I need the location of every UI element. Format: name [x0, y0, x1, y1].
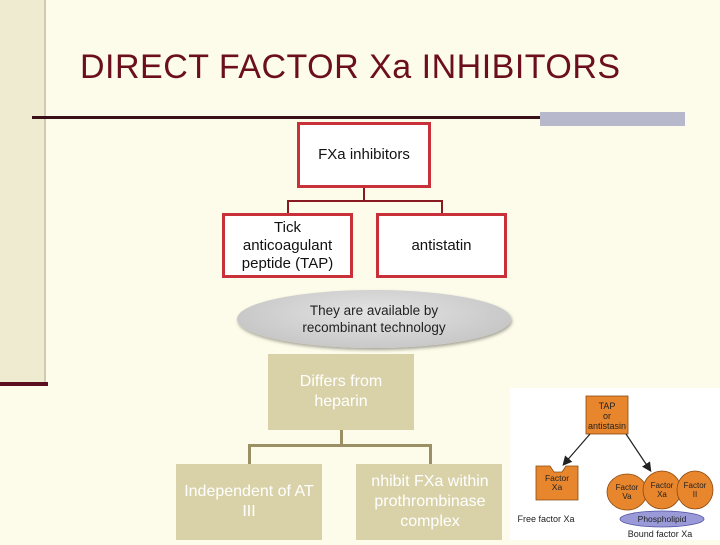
connector	[287, 200, 443, 202]
free-factor-xa-shape	[535, 465, 579, 501]
node-label: Independent of AT III	[184, 483, 314, 520]
node-label: antistatin	[411, 236, 472, 254]
tap-box	[585, 395, 629, 435]
node-label: nhibit FXa within prothrombinase complex	[371, 473, 489, 530]
bound-factor-xa-caption: Bound factor Xa	[628, 529, 693, 539]
title-underline-accent	[540, 112, 685, 126]
connector	[363, 188, 365, 201]
node-independent-of-at-iii: Independent of AT III	[176, 464, 322, 540]
node-recombinant: They are available by recombinant techno…	[237, 290, 511, 348]
connector	[340, 430, 343, 446]
node-label: Tick anticoagulant peptide (TAP)	[241, 218, 334, 272]
node-label: FXa inhibitors	[318, 146, 410, 163]
arrow-to-bound	[625, 433, 652, 472]
slide-title: DIRECT FACTOR Xa INHIBITORS	[80, 48, 621, 86]
left-accent-bar	[0, 0, 46, 384]
node-label: They are available by recombinant techno…	[302, 303, 446, 335]
phospholipid-shape	[619, 510, 705, 528]
left-accent-rule	[0, 382, 48, 386]
title-underline	[32, 116, 542, 119]
node-antistatin: antistatin	[376, 213, 507, 278]
connector	[248, 444, 251, 464]
node-tap: Tick anticoagulant peptide (TAP)	[222, 213, 353, 278]
node-inhibit-fxa: nhibit FXa within prothrombinase complex	[356, 464, 502, 540]
connector	[441, 200, 443, 213]
connector	[287, 200, 289, 213]
factor-ii-shape	[676, 470, 714, 510]
node-differs-from-heparin: Differs from heparin	[268, 354, 414, 430]
node-fxa-inhibitors: FXa inhibitors	[297, 122, 431, 188]
free-factor-xa-caption: Free factor Xa	[517, 514, 574, 524]
arrow-to-free	[562, 433, 591, 466]
phospholipid-label: Phospholipid	[638, 514, 687, 524]
node-label: Differs from heparin	[299, 373, 383, 410]
connector	[429, 444, 432, 464]
connector	[248, 444, 432, 447]
